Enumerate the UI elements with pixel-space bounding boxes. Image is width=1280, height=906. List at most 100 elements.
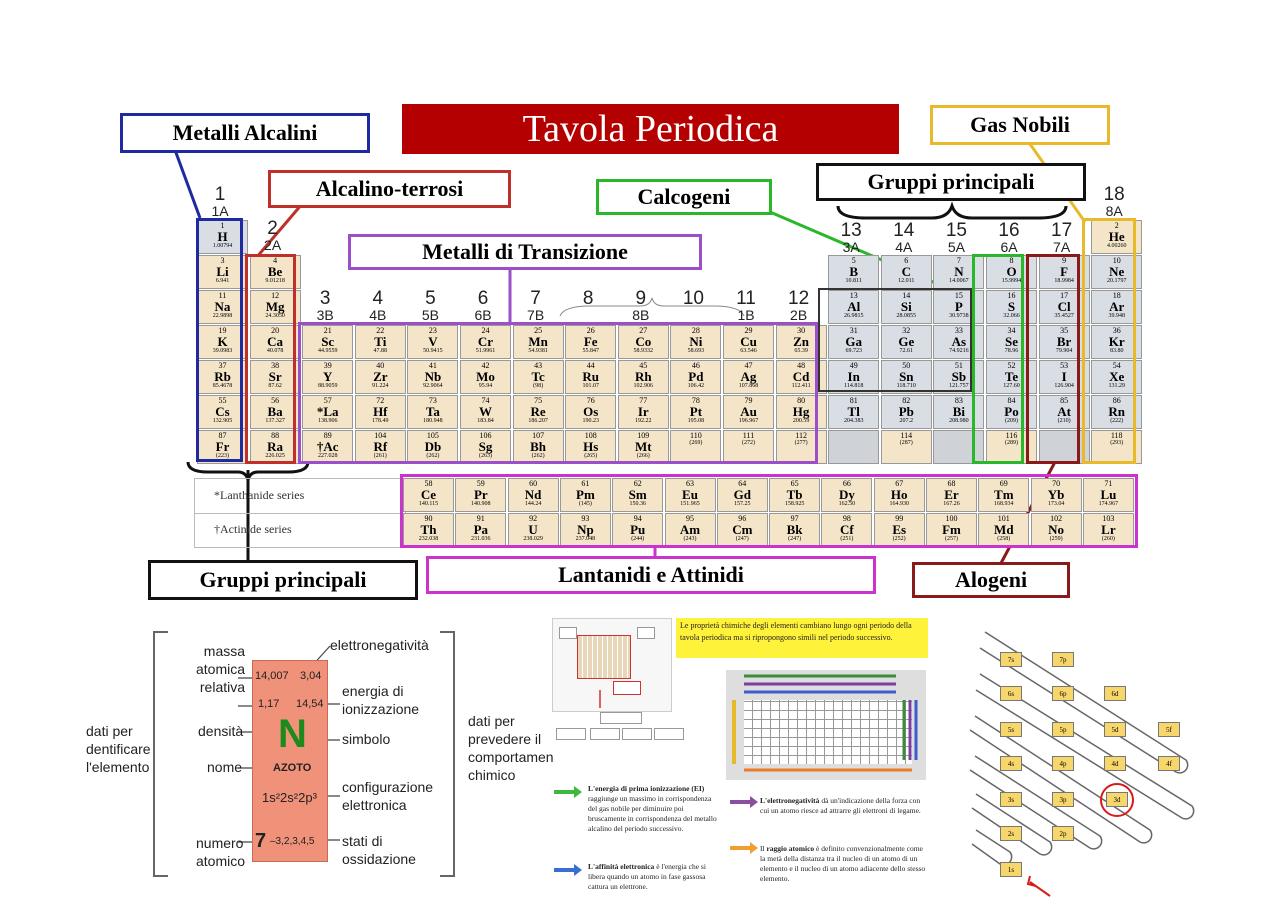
atomic-number: 31 — [849, 326, 858, 335]
card-label-densita: densità — [198, 723, 244, 739]
element-symbol: I — [1061, 369, 1067, 384]
group-subtitle: 8A — [1105, 203, 1123, 219]
atomic-number: 74 — [481, 396, 490, 405]
atomic-mass: 44.9559 — [317, 348, 338, 354]
element-symbol: Cf — [840, 522, 854, 537]
element-symbol: V — [428, 334, 438, 349]
atomic-mass: 95.94 — [478, 383, 493, 389]
atomic-mass: 196.967 — [738, 418, 759, 424]
atomic-mass: 87.62 — [268, 383, 282, 389]
atomic-number: 19 — [218, 326, 227, 335]
element-symbol: Sm — [628, 487, 647, 502]
note-ionization: L'energia di prima ionizzazione (EI) rag… — [588, 784, 717, 833]
element-symbol: As — [951, 334, 967, 349]
orbital-1s: 1s — [1000, 862, 1022, 877]
group-header-10: 10 — [670, 289, 716, 308]
element-symbol: Ce — [420, 487, 437, 502]
element-symbol: Mt — [634, 439, 652, 454]
group-subtitle: 3B — [316, 307, 334, 323]
atomic-mass: (265) — [584, 453, 598, 459]
element-symbol: B — [849, 264, 859, 279]
element-symbol: Yb — [1047, 487, 1065, 502]
atomic-number: 3 — [220, 256, 225, 265]
element-symbol: Pt — [689, 404, 703, 419]
atomic-mass: (277) — [794, 440, 808, 446]
element-symbol: Zr — [373, 369, 388, 384]
atomic-mass: 150.36 — [629, 501, 646, 507]
page-title: Tavola Periodica — [402, 104, 899, 154]
orbital-4f: 4f — [1158, 756, 1180, 771]
atomic-number: 94 — [633, 514, 642, 523]
atomic-mass: 54.9381 — [528, 348, 548, 354]
group-header-8: 8 — [565, 289, 611, 308]
element-symbol: W — [479, 404, 492, 419]
label-alcalino-terrosi: Alcalino-terrosi — [268, 170, 511, 208]
atomic-number: 41 — [428, 361, 437, 370]
atomic-number: 96 — [738, 514, 747, 523]
atomic-number: 50 — [902, 361, 911, 370]
element-symbol: Br — [1056, 334, 1072, 349]
atomic-mass: 51.9961 — [475, 348, 496, 354]
element-symbol: Pd — [688, 369, 704, 384]
group-subtitle: 4B — [369, 307, 387, 323]
atomic-number: 55 — [218, 396, 227, 405]
element-symbol: Te — [1004, 369, 1019, 384]
atomic-number: 43 — [534, 361, 543, 370]
label-calcogeni: Calcogeni — [596, 179, 772, 215]
atomic-mass: 24.3050 — [265, 313, 285, 319]
atomic-number: 56 — [271, 396, 280, 405]
orbital-7s: 7s — [1000, 652, 1022, 667]
label-alogeni: Alogeni — [912, 562, 1070, 598]
element-symbol: Li — [216, 264, 229, 279]
atomic-mass: (222) — [1110, 418, 1124, 424]
atomic-mass: 195.08 — [687, 418, 705, 424]
atomic-number: 5 — [851, 256, 856, 265]
element-symbol: Hg — [792, 404, 810, 419]
atomic-mass: 30.9738 — [949, 313, 969, 319]
atomic-mass: 50.9415 — [423, 348, 443, 354]
group-subtitle: 7A — [1053, 239, 1071, 255]
element-symbol: Ra — [267, 439, 284, 454]
label-metalli-alcalini: Metalli Alcalini — [120, 113, 370, 153]
atomic-mass: (243) — [683, 536, 697, 542]
atomic-number: 47 — [744, 361, 753, 370]
element-symbol: Cr — [477, 334, 494, 349]
atomic-number: 97 — [790, 514, 799, 523]
atomic-mass: 112.411 — [791, 383, 811, 389]
atomic-number: 59 — [476, 479, 485, 488]
mini-flow — [556, 712, 686, 740]
element-symbol: Gd — [733, 487, 751, 502]
atomic-mass: 47.88 — [373, 348, 388, 354]
atomic-number: 107 — [532, 431, 545, 440]
atomic-mass: 85.4678 — [212, 383, 233, 389]
atomic-mass: 83.80 — [1109, 348, 1124, 354]
atomic-number: 65 — [790, 479, 799, 488]
mini-diagram — [552, 618, 672, 712]
atomic-mass: 15.9994 — [1001, 278, 1022, 284]
atomic-number: 22 — [376, 326, 385, 335]
card-label-simbolo: simbolo — [342, 731, 391, 747]
atomic-number: 2 — [1114, 221, 1119, 230]
group-number: 13 — [840, 220, 862, 241]
